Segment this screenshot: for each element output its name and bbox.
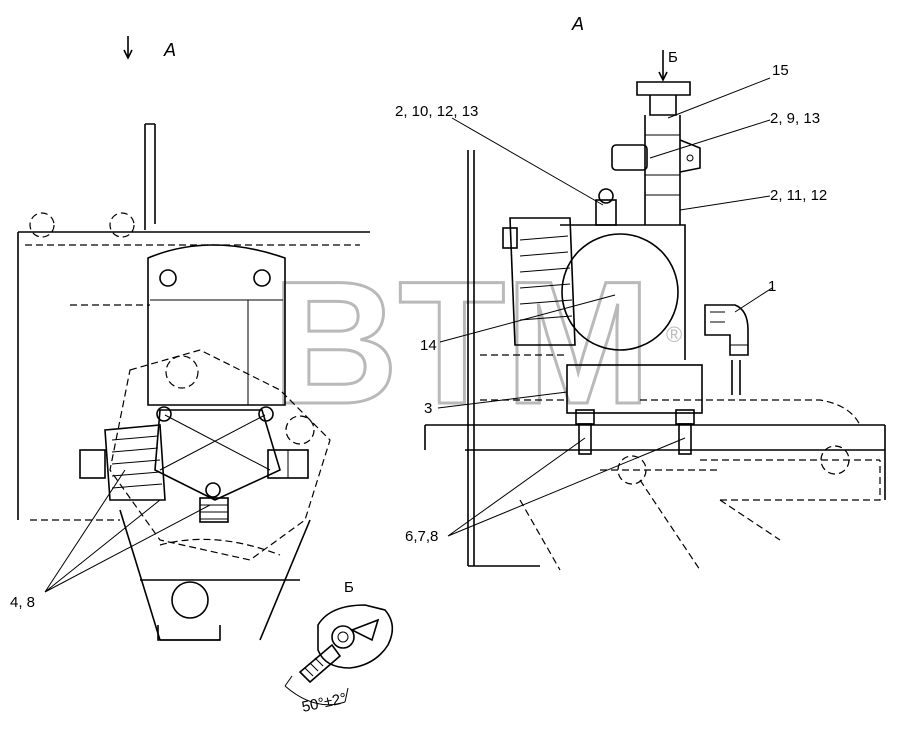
base-block — [566, 364, 703, 414]
coil-fins — [111, 435, 163, 489]
tank-bolt — [159, 269, 177, 287]
frame-vertical — [467, 150, 475, 566]
leader-2-9-13 — [649, 119, 771, 159]
right-view-drawing: А Б 15 2, 10, 12, 13 2, 9, 13 2, 11, 12 … — [395, 14, 886, 571]
left-coil — [509, 217, 576, 346]
beam-hidden — [600, 399, 881, 501]
valve-diagonal — [164, 414, 271, 471]
detail-b-drawing: Б 50°±2° — [284, 579, 394, 716]
valve-diagonal — [159, 414, 266, 471]
callout-4-8: 4, 8 — [10, 594, 35, 611]
left-view-drawing: А 4, 8 — [10, 36, 370, 641]
leader-2-11-12 — [679, 195, 771, 211]
callout-14: 14 — [420, 337, 437, 354]
bracket-hidden — [109, 349, 331, 561]
detail-handle-center — [337, 631, 349, 643]
callout-1: 1 — [768, 278, 776, 295]
tank-circle — [561, 233, 679, 351]
coil-block — [104, 424, 166, 501]
side-fitting — [611, 144, 648, 171]
leader-3 — [437, 391, 568, 409]
detail-handle-body — [317, 604, 394, 669]
bracket-hole — [285, 415, 315, 445]
lower-bracket-hidden — [159, 538, 281, 556]
callout-3: 3 — [424, 400, 432, 417]
angle-ticks — [284, 675, 349, 703]
bracket-hole — [165, 355, 199, 389]
top-nipple — [595, 199, 617, 226]
bolt-head — [675, 409, 695, 425]
lower-bracket-hole — [171, 581, 209, 619]
callout-6-7-8: 6,7,8 — [405, 528, 438, 545]
section-arrow-head — [658, 71, 668, 82]
top-nipple-cap — [598, 188, 614, 204]
bolt-shank — [578, 423, 592, 455]
drain-fitting — [199, 497, 229, 523]
flange-hole — [686, 154, 694, 162]
detail-b-label: Б — [344, 579, 354, 596]
beam-hole — [820, 445, 850, 475]
fitting-flange — [679, 139, 701, 173]
valve-bolt — [258, 406, 274, 422]
elbow-hose — [731, 360, 741, 395]
detail-handle-lever — [350, 618, 380, 642]
frame-rail — [17, 231, 370, 520]
coil-cap — [502, 227, 518, 249]
pipe-rings — [645, 134, 680, 196]
lower-foot — [157, 625, 221, 641]
right-view-label: А — [571, 14, 584, 34]
valve-bolt — [156, 406, 172, 422]
elbow-threads — [710, 311, 748, 346]
left-coil-fins — [519, 235, 573, 321]
vertical-pipe — [644, 115, 681, 225]
leader-15 — [667, 77, 771, 119]
tank-bolt — [253, 269, 271, 287]
pipe-top — [144, 123, 156, 230]
handle-stem — [649, 95, 677, 116]
leader-14 — [439, 294, 616, 343]
coil-cap — [79, 449, 106, 479]
frame-beam — [424, 424, 886, 500]
valve-bolt — [205, 482, 221, 498]
base-hidden — [480, 354, 565, 401]
frame-hole — [109, 212, 135, 238]
callout-2-9-13: 2, 9, 13 — [770, 110, 820, 127]
bolt-shank — [678, 423, 692, 455]
callout-2-11-12: 2, 11, 12 — [770, 187, 827, 204]
leader-2-10-12-13 — [451, 117, 604, 206]
left-view-label: А — [163, 40, 176, 60]
frame-hidden-lines — [25, 244, 360, 521]
lower-bracket — [119, 509, 311, 641]
drain-threads — [200, 504, 228, 520]
leader-4-8 — [44, 469, 211, 593]
callout-2-10-12-13: 2, 10, 12, 13 — [395, 103, 478, 120]
lower-hidden — [519, 479, 781, 571]
angle-annotation: 50°±2° — [300, 690, 348, 716]
watermark-registered-mark: ® — [666, 322, 682, 347]
callout-15: 15 — [772, 62, 789, 79]
valve-housing — [154, 409, 281, 501]
elbow-fitting — [704, 304, 749, 356]
leader-6-7-8 — [447, 437, 686, 537]
leader-1 — [734, 287, 773, 313]
detail-handle-hub — [331, 625, 355, 649]
beam-hole — [617, 455, 647, 485]
angle-arc — [284, 685, 346, 706]
watermark: BTM ® — [271, 245, 683, 443]
view-arrow-head — [123, 49, 133, 60]
frame-hole — [29, 212, 55, 238]
top-handle — [636, 81, 691, 96]
section-label: Б — [668, 49, 678, 66]
detail-stem-threads — [304, 657, 324, 677]
tank-body — [147, 244, 286, 406]
